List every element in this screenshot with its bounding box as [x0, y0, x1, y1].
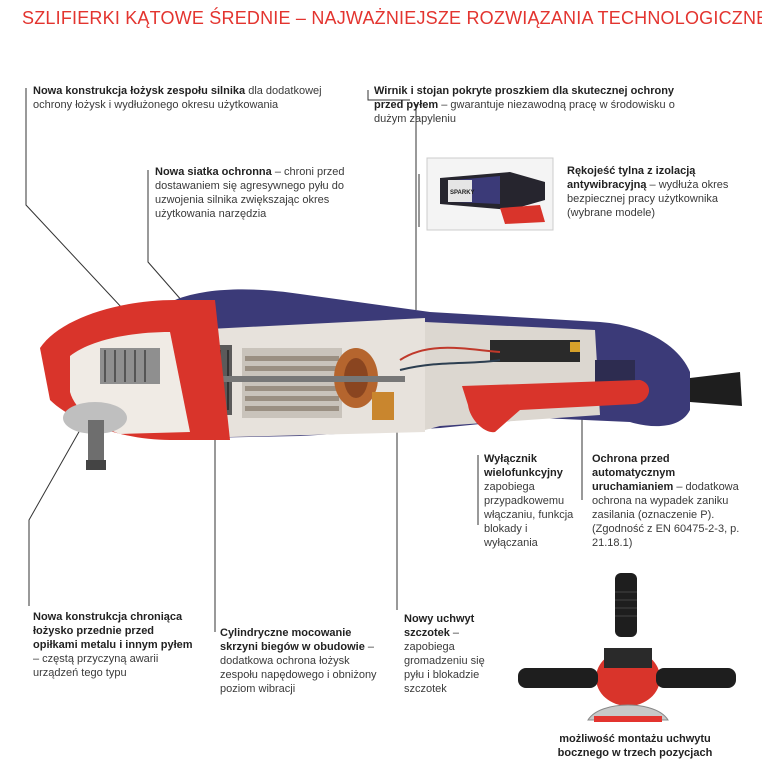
- annotation-motor-bearings: Nowa konstrukcja łożysk zespołu silnika …: [33, 85, 322, 111]
- annotation-brush-holder: Nowy uchwyt szczotek – zapobiega gromadz…: [404, 613, 485, 695]
- annotation-restart-protection: Ochrona przed automatycznym uruchamianie…: [592, 453, 740, 549]
- side-handle-positions: [518, 573, 736, 722]
- brand-label: SPARKY: [450, 190, 475, 196]
- annotation-multifunction-switch: Wyłącznik wielofunkcyjny zapobiega przyp…: [484, 453, 574, 549]
- leader-lines: [25, 88, 583, 632]
- rear-handle-inset: SPARKY: [426, 157, 554, 231]
- annotation-rear-handle: Rękojeść tylna z izolacją antywibracyjną…: [567, 165, 729, 219]
- annotation-rotor-stator: Wirnik i stojan pokryte proszkiem dla sk…: [374, 85, 675, 125]
- annotation-front-bearing: Nowa konstrukcja chroniąca łożysko przed…: [33, 611, 193, 679]
- side-handle-caption: możliwość montażu uchwytu bocznego w trz…: [557, 733, 713, 759]
- grinder-main: [40, 289, 742, 470]
- annotation-protective-mesh: Nowa siatka ochronna – chroni przed dost…: [155, 166, 345, 220]
- page-title: SZLIFIERKI KĄTOWE ŚREDNIE – NAJWAŻNIEJSZ…: [22, 8, 762, 28]
- annotation-gearbox-mount: Cylindryczne mocowanie skrzyni biegów w …: [220, 627, 377, 695]
